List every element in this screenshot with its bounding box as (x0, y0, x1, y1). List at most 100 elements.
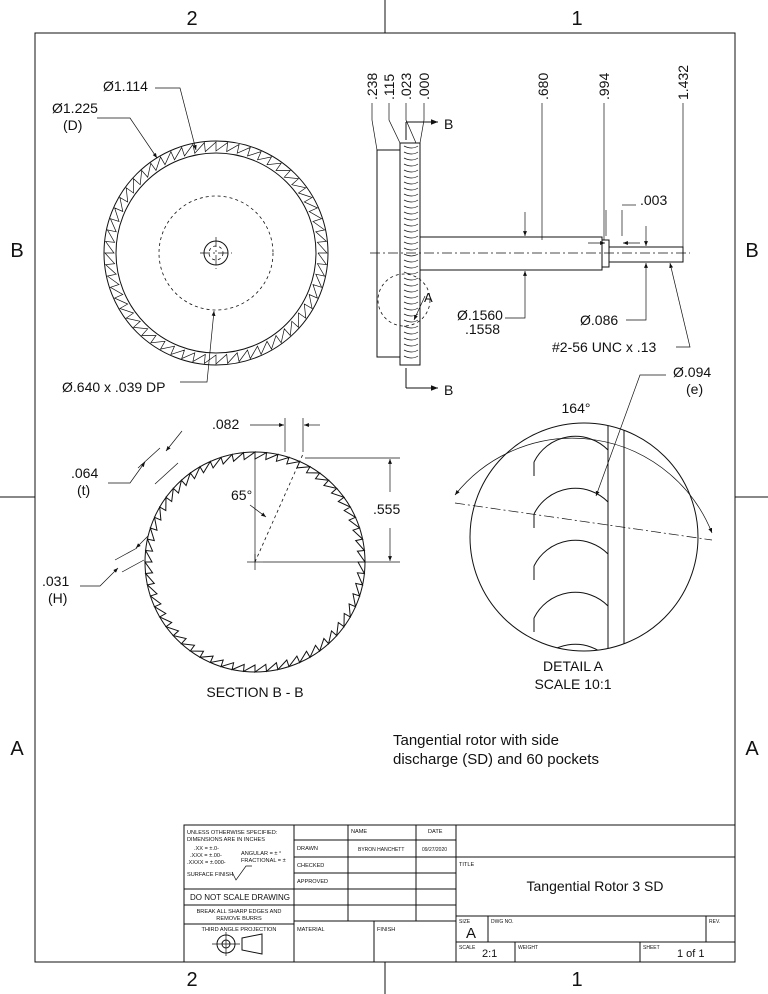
rim-pocket-arc (403, 223, 419, 227)
tb-ang-1: ANGULAR = ± ° (241, 851, 281, 857)
detail-angle-line (454, 502, 713, 541)
dim-000: .000 (416, 73, 432, 100)
rim-pocket-arc (403, 277, 419, 281)
dim-064: .064 (71, 465, 98, 481)
tb-break-2: REMOVE BURRS (216, 916, 262, 922)
leader-pocket (180, 310, 216, 383)
dim-angle-164: 164° (562, 400, 591, 416)
tb-do-not-scale: DO NOT SCALE DRAWING (190, 893, 290, 902)
dim-shaft-dia-a: Ø.1560 (457, 307, 503, 323)
tb-scale-label: SCALE (459, 945, 476, 951)
arrow-064 (165, 430, 183, 452)
dim-094-note: (e) (686, 381, 703, 397)
front-serrations (104, 141, 328, 365)
side-disc-body (376, 149, 401, 358)
sheet-border (34, 32, 736, 963)
rim-pocket-arc (403, 235, 419, 239)
detail-pocket (533, 643, 609, 651)
detail-caption: DETAIL A (543, 658, 604, 674)
tb-sheet-label: SHEET (643, 945, 660, 951)
title-block-frame (183, 824, 736, 963)
rim-pocket-arc (403, 157, 419, 161)
ext-064-b (154, 462, 179, 485)
rim-pocket-arc (403, 343, 419, 347)
dim-031-note: (H) (48, 590, 67, 606)
rim-pocket-arc (403, 163, 419, 167)
rim-pocket-arc (403, 331, 419, 335)
ext-000 (419, 103, 425, 144)
dim-238: .238 (364, 73, 380, 100)
ext-031-b (121, 559, 145, 573)
rim-pocket-arc (403, 187, 419, 191)
arrow-031 (135, 535, 149, 549)
tb-weight-label: WEIGHT (518, 945, 538, 951)
rim-pocket-arc (403, 217, 419, 221)
tb-col-name: NAME (351, 829, 367, 835)
zone-label-right-a: A (745, 738, 759, 760)
detail-a-leader (413, 295, 426, 321)
ext-064-a (137, 447, 161, 469)
detail-boundary (469, 422, 699, 652)
detail-angle-arc (454, 437, 713, 534)
tb-size-label: SIZE (459, 919, 471, 925)
ext-115 (388, 103, 401, 144)
rim-pocket-arc (403, 355, 419, 359)
detail-a-label: A (424, 290, 433, 305)
detail-pocket (533, 591, 609, 619)
rim-pocket-arc (403, 145, 419, 149)
ext-238 (371, 103, 378, 151)
rim-pocket-arc (403, 307, 419, 311)
tb-title-label: TITLE (459, 862, 474, 868)
dim-064-note: (t) (77, 482, 90, 498)
dim-023: .023 (398, 73, 414, 100)
rim-pocket-arc (403, 247, 419, 251)
detail-pocket (533, 487, 609, 515)
detail-view (454, 374, 713, 652)
tb-tol-3: .XXXX = ±.000- (187, 860, 226, 866)
title-block (183, 824, 736, 963)
tb-dwg-label: DWG NO. (491, 919, 514, 925)
angle-arrow (249, 504, 267, 518)
section-label-bottom: B (444, 382, 453, 398)
dim-dia-1114: Ø1.114 (103, 78, 148, 94)
shaft-tip (608, 246, 684, 263)
detail-a-circle (377, 273, 431, 327)
leader-dia-1225 (97, 117, 158, 159)
dim-1432: 1.432 (675, 65, 691, 100)
leader-031 (80, 567, 119, 587)
dim-555: .555 (373, 501, 400, 517)
rim-pocket-arc (403, 241, 419, 245)
tb-spec-1: UNLESS OTHERWISE SPECIFIED: (187, 830, 278, 836)
tb-checked: CHECKED (297, 863, 324, 869)
detail-pocket (533, 539, 609, 567)
tb-size: A (466, 925, 476, 942)
zone-label-right-b: B (745, 240, 758, 262)
dim-shaft-dia-b: .1558 (465, 321, 500, 337)
leader-thread (669, 262, 691, 348)
third-angle-projection-icon (212, 932, 263, 956)
dim-082: .082 (212, 416, 239, 432)
drawing-note-line1: Tangential rotor with side (393, 732, 559, 749)
side-view (370, 103, 691, 391)
arrow-shaft-dia-bottom (505, 271, 527, 319)
rim-pocket-arc (403, 193, 419, 197)
rim-pocket-arc (403, 295, 419, 299)
rim-pocket-arc (403, 211, 419, 215)
dim-tip-dia: Ø.086 (580, 312, 618, 328)
detail-scale: SCALE 10:1 (534, 676, 611, 692)
tb-tol-2: .XXX = ±.00- (190, 853, 222, 859)
dim-994: .994 (596, 73, 612, 100)
zone-label-top-1: 1 (571, 8, 582, 30)
arrow-tip-dia-bottom (626, 263, 648, 321)
dim-dia-1225: Ø1.225 (52, 100, 98, 116)
leader-dia-1114 (155, 87, 197, 151)
rim-pocket-arc (403, 259, 419, 263)
tb-finish: FINISH (377, 927, 395, 933)
ext-023 (405, 103, 417, 144)
dim-003: .003 (640, 192, 667, 208)
rim-pocket-arc (403, 325, 419, 329)
zone-label-bottom-2: 2 (186, 969, 197, 991)
leader-064 (108, 461, 146, 484)
zone-label-left-a: A (10, 738, 24, 760)
